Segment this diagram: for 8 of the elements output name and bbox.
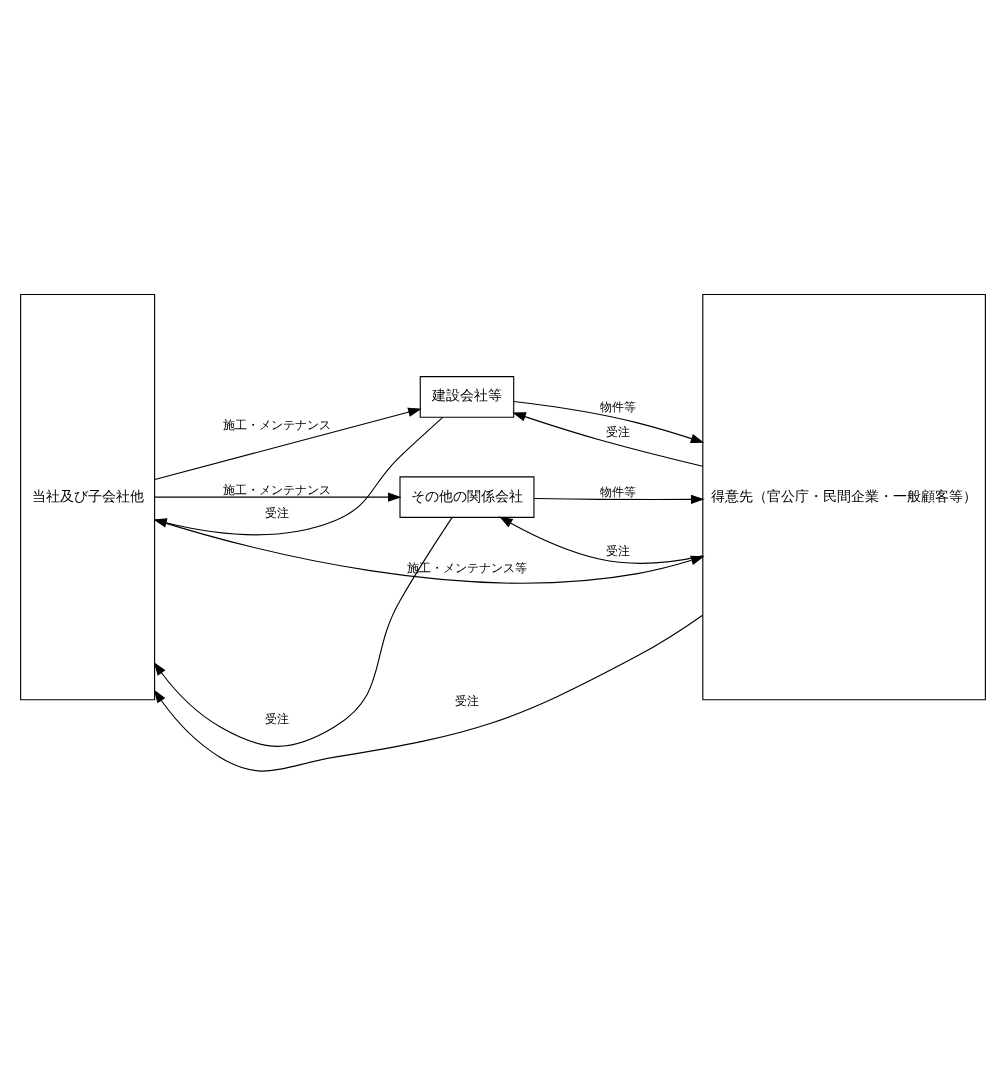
arrow xyxy=(153,516,453,747)
arrow xyxy=(154,492,402,502)
arrow xyxy=(533,494,705,505)
arrow xyxy=(153,416,444,536)
arrow xyxy=(153,614,704,772)
arrow xyxy=(513,400,705,444)
arrow xyxy=(154,407,422,481)
arrow xyxy=(512,412,704,467)
